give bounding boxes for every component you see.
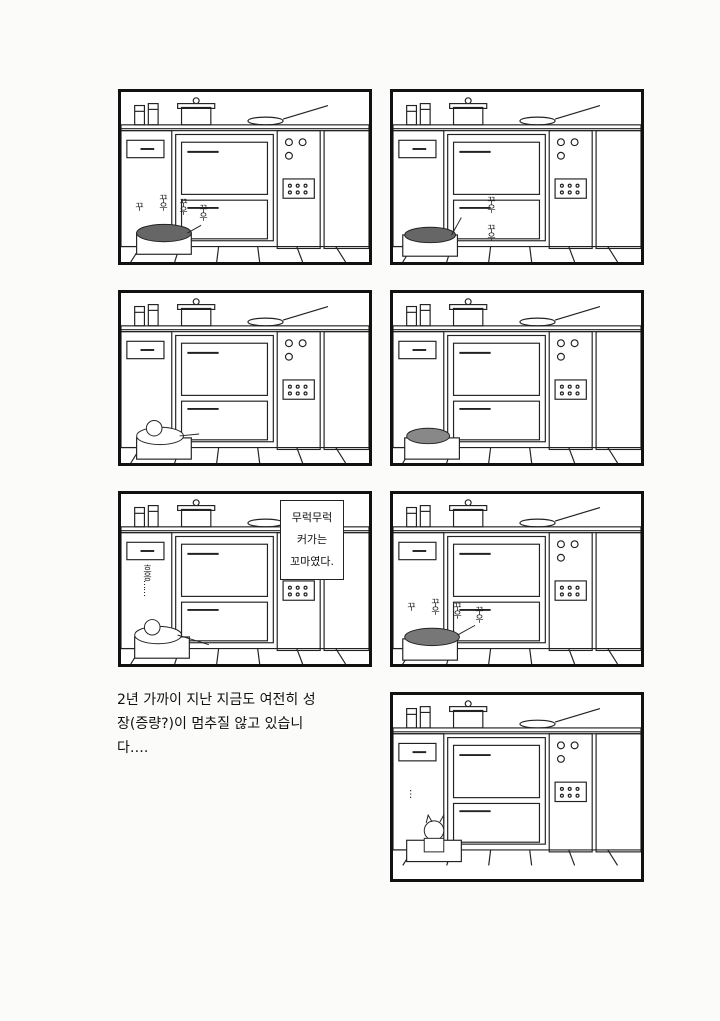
sign-line-3: 꼬마였다.: [290, 555, 334, 568]
sfx-1: 꾸우: [485, 196, 495, 212]
sfx-2: 꾸우: [157, 194, 167, 210]
caption-line-1: 2년 가까이 지난 지금도 여전히 성: [117, 692, 316, 708]
sfx-1: 꾸: [405, 602, 415, 610]
sfx-4: 꾸우: [473, 606, 483, 622]
sfx-2: 꾸우: [485, 224, 495, 240]
comic-panel-2: 꾸우 꾸우: [390, 89, 644, 265]
comic-panel-4: [390, 290, 644, 466]
sign-line-1: 무럭무럭: [291, 511, 333, 524]
comic-panel-3: [118, 290, 372, 466]
sign-line-2: 커가는: [296, 533, 328, 546]
caption-line-2: 장(증량?)이 멈추질 않고 있습니: [117, 716, 304, 732]
sfx-1: …: [407, 789, 418, 799]
sfx-4: 꾸우: [197, 204, 207, 220]
narration-sign: 무럭무럭 커가는 꼬마였다.: [280, 500, 344, 580]
sfx-3: 꾸우: [451, 602, 461, 618]
sfx-2: 꾸우: [429, 598, 439, 614]
comic-panel-1: 꾸 꾸우 꾸우 꾸우: [118, 89, 372, 265]
comic-panel-7: …: [390, 692, 644, 882]
sfx-1: 흐응……: [141, 564, 151, 596]
caption-line-3: 다….: [117, 740, 149, 756]
comic-panel-6: 꾸 꾸우 꾸우 꾸우: [390, 491, 644, 667]
sfx-1: 꾸: [133, 202, 143, 210]
caption-text: 2년 가까이 지난 지금도 여전히 성 장(증량?)이 멈추질 않고 있습니 다…: [117, 688, 367, 760]
sfx-3: 꾸우: [177, 198, 187, 214]
